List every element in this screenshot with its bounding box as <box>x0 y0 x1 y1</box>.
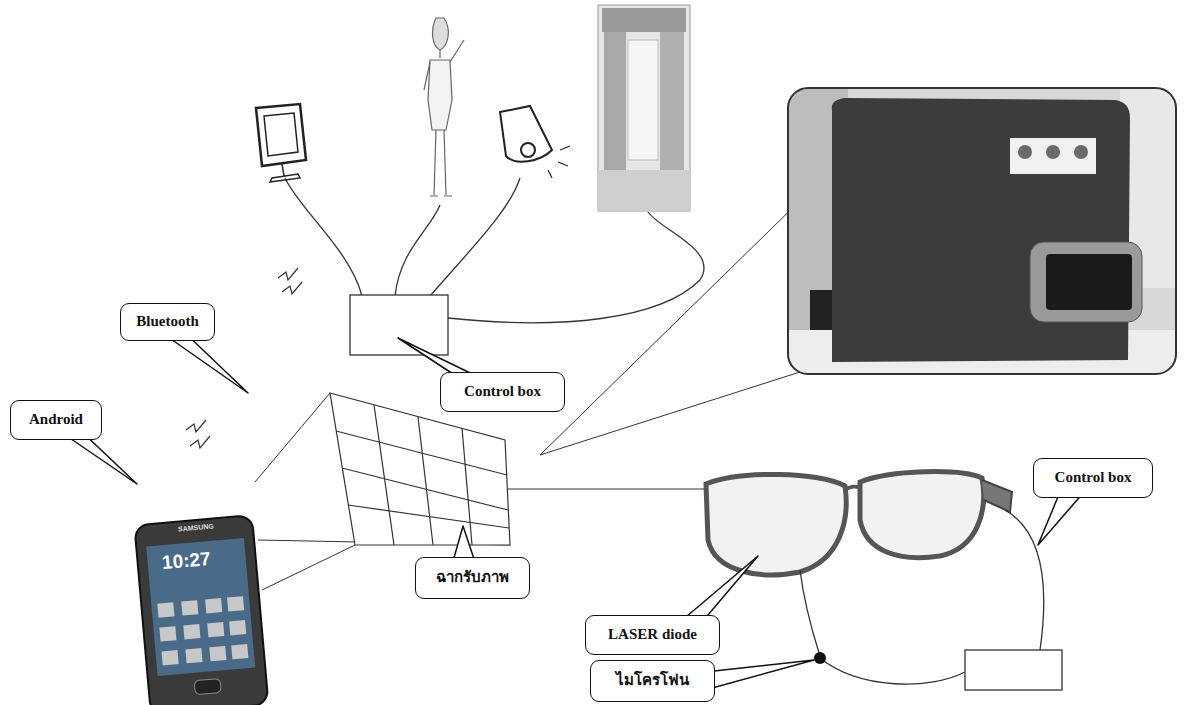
control-box <box>965 650 1062 690</box>
callout-text: Bluetooth <box>136 313 199 330</box>
microphone-dot <box>814 652 826 664</box>
callout-box: ไมโครโฟน <box>590 660 715 702</box>
glasses <box>706 472 1012 575</box>
screen-grid <box>330 393 510 545</box>
callout-text: Control box <box>1055 469 1132 486</box>
callout-text: ฉากรับภาพ <box>436 569 509 586</box>
device-photo <box>788 88 1176 374</box>
callout-tail <box>58 330 1084 690</box>
callout-box: Bluetooth <box>120 303 215 341</box>
curtain-photo <box>598 5 690 211</box>
callout-text: Control box <box>464 383 541 400</box>
person-figure <box>424 18 464 196</box>
lamp-icon <box>500 106 570 178</box>
callout-box: Control box <box>440 372 565 412</box>
projection-line <box>255 140 862 590</box>
tv-icon <box>256 104 306 182</box>
callout-box: LASER diode <box>585 615 720 655</box>
phone-text: 10:27 <box>161 548 211 574</box>
callout-text: LASER diode <box>608 626 697 643</box>
android-phone <box>134 515 268 705</box>
callout-box: Android <box>10 400 102 440</box>
control-box <box>350 295 448 355</box>
callout-box: Control box <box>1033 458 1153 498</box>
callout-text: Android <box>29 411 83 428</box>
callout-text: ไมโครโฟน <box>616 672 689 689</box>
callout-box: ฉากรับภาพ <box>415 557 530 599</box>
